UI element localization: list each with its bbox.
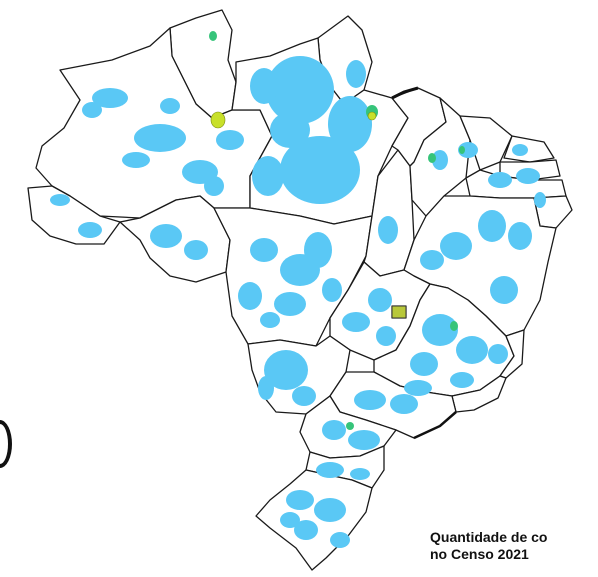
state-rio-grande-do-sul[interactable]: [255, 469, 373, 571]
distrito-federal-highlight: [391, 305, 407, 319]
municipality-fill: [420, 250, 444, 270]
municipality-fill-layer: [50, 31, 546, 548]
municipality-fill: [348, 430, 380, 450]
municipality-fill: [304, 232, 332, 268]
municipality-fill-secondary: [428, 153, 436, 163]
municipality-fill: [252, 156, 284, 196]
municipality-fill: [266, 56, 334, 124]
municipality-fill: [204, 176, 224, 196]
municipality-fill-highlight: [210, 111, 226, 129]
state-amazonas[interactable]: [35, 27, 273, 219]
municipality-fill: [450, 372, 474, 388]
municipality-fill: [216, 130, 244, 150]
municipality-fill: [274, 292, 306, 316]
municipality-fill: [134, 124, 186, 152]
municipality-fill: [322, 278, 342, 302]
municipality-fill: [478, 210, 506, 242]
municipality-fill-secondary: [459, 146, 465, 154]
state-rio-de-janeiro[interactable]: [451, 375, 507, 413]
municipality-fill: [314, 498, 346, 522]
municipality-fill: [456, 336, 488, 364]
municipality-fill-secondary: [450, 321, 458, 331]
municipality-fill: [508, 222, 532, 250]
municipality-fill: [92, 88, 128, 108]
municipality-fill: [330, 532, 350, 548]
legend-title-line2: no Censo 2021: [430, 546, 529, 562]
municipality-fill: [354, 390, 386, 410]
municipality-fill: [534, 192, 546, 208]
map-legend: Quantidade de co no Censo 2021: [430, 529, 598, 563]
municipality-fill: [350, 468, 370, 480]
municipality-fill: [458, 142, 478, 158]
municipality-fill: [294, 520, 318, 540]
municipality-fill: [50, 194, 70, 206]
municipality-fill: [292, 386, 316, 406]
municipality-fill: [122, 152, 150, 168]
coastline-accent: [391, 86, 419, 100]
municipality-fill: [250, 238, 278, 262]
municipality-fill: [328, 96, 372, 152]
municipality-fill: [286, 490, 314, 510]
municipality-fill: [488, 344, 508, 364]
municipality-fill-secondary: [209, 31, 217, 41]
municipality-fill: [270, 112, 310, 148]
municipality-fill: [258, 376, 274, 400]
municipality-fill: [78, 222, 102, 238]
municipality-fill: [410, 352, 438, 376]
municipality-fill: [82, 102, 102, 118]
municipality-fill: [488, 172, 512, 188]
municipality-fill: [250, 68, 278, 104]
municipality-fill: [184, 240, 208, 260]
municipality-fill: [440, 232, 472, 260]
municipality-fill: [422, 314, 458, 346]
municipality-fill: [404, 380, 432, 396]
legend-title-line1: Quantidade de co: [430, 529, 548, 545]
municipality-fill-secondary: [346, 422, 354, 430]
municipality-fill: [280, 136, 360, 204]
municipality-fill: [264, 350, 308, 390]
municipality-fill: [322, 420, 346, 440]
municipality-fill: [512, 144, 528, 156]
municipality-fill: [490, 276, 518, 304]
municipality-fill: [150, 224, 182, 248]
municipality-fill-highlight: [367, 111, 377, 121]
municipality-fill: [160, 98, 180, 114]
municipality-fill: [378, 216, 398, 244]
municipality-fill: [432, 150, 448, 170]
municipality-fill: [346, 60, 366, 88]
municipality-fill: [390, 394, 418, 414]
municipality-fill: [516, 168, 540, 184]
municipality-fill: [238, 282, 262, 310]
municipality-fill: [260, 312, 280, 328]
state-rio-grande-do-norte[interactable]: [503, 135, 555, 163]
municipality-fill: [316, 462, 344, 478]
municipality-fill: [342, 312, 370, 332]
municipality-fill: [280, 512, 300, 528]
municipality-fill: [376, 326, 396, 346]
coastline-accent-south: [413, 411, 457, 440]
municipality-fill: [368, 288, 392, 312]
